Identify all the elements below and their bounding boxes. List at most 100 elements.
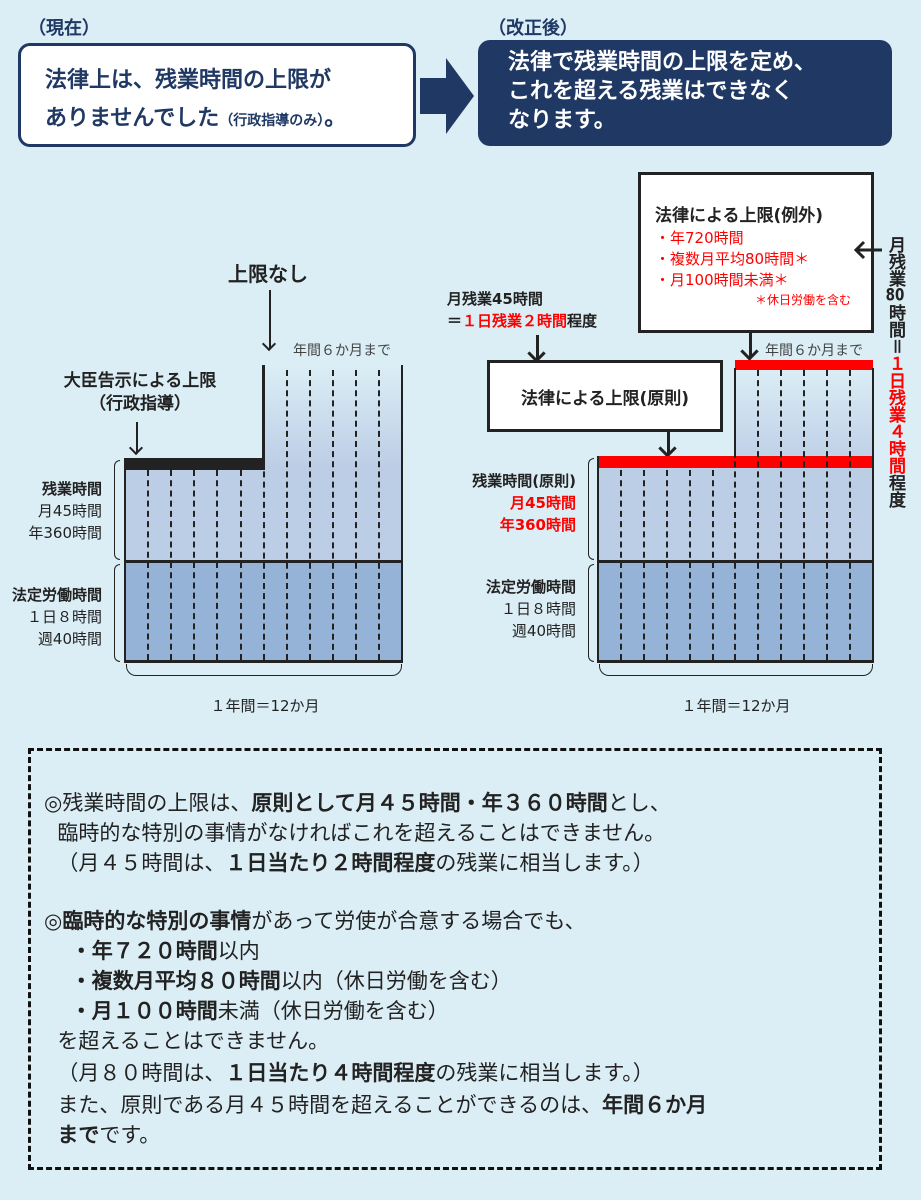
month-divider [803,370,806,660]
note-text: 臨時的な特別の事情がなければこれを超えることはできません。 [44,821,666,845]
note-line: （月４５時間は、１日当たり２時間程度の残業に相当します。） [44,848,654,878]
month-divider [757,370,760,660]
exception-item: ・年720時間 [655,229,744,247]
overtime-labels: 残業時間(原則) 月45時間 年360時間 [400,470,576,536]
principle-box: 法律による上限(原則) [487,360,723,432]
baseline [125,660,403,663]
note-line: を超えることはできません。 [44,1026,329,1056]
current-label: （現在） [28,18,100,39]
note-line: ・月１００時間未満（休日労働を含む） [44,996,449,1026]
note-text: ◎残業時間の上限は、 [44,791,252,815]
revised-line: 法律で残業時間の上限を定め、 [508,50,817,75]
current-line2: ありませんでした [45,106,220,131]
note-text: です。 [99,1123,161,1147]
month-divider [170,470,173,660]
side-num: 80 [885,287,905,304]
exception-item: ・複数月平均80時間＊ [655,250,810,268]
month-divider [262,370,265,660]
note-text: 以内（休日労働を含む） [280,969,512,993]
overtime-year: 年360時間 [28,524,102,542]
exception-title: 法律による上限(例外) [655,206,824,226]
note-text: を超えることはできません。 [44,1029,330,1053]
down-arrow-icon [536,335,539,359]
daily2: １日残業２時間 [462,312,568,330]
exception-box: 法律による上限(例外) ・年720時間 ・複数月平均80時間＊ ・月100時間未… [638,172,874,333]
month-divider [848,370,851,660]
equals: ＝ [447,312,463,330]
principle-title: 法律による上限(原則) [520,388,690,409]
note-text: 未満（休日労働を含む） [217,999,449,1023]
note-emphasis: 年間６か月 [602,1093,708,1117]
six-months-label: 年間６か月まで [293,343,391,359]
month-divider [665,470,668,660]
side-eq: ＝ [885,338,905,355]
right-edge [872,368,874,663]
note-emphasis: ・月１００時間 [70,999,218,1023]
legal-week: 週40時間 [511,622,576,640]
down-arrow-icon [667,432,670,454]
month-divider [216,470,219,660]
overtime-year: 年360時間 [499,516,576,534]
overtime-title: 残業時間(原則) [472,472,576,490]
revised-box: 法律で残業時間の上限を定め、 これを超える残業はできなく なります。 [478,40,892,146]
note-emphasis: まで [57,1123,100,1147]
side-a: 月残業 [885,236,905,287]
left-arrow-icon [853,240,882,260]
legal-day: １日８時間 [26,608,102,626]
approx: 程度 [567,312,598,330]
note-emphasis: １日当たり２時間程度 [225,851,436,875]
legal-labels: 法定労働時間 １日８時間 週40時間 [400,576,576,642]
daily2-label: ＝１日残業２時間程度 [447,310,597,331]
month-divider [619,470,622,660]
note-line: （月８０時間は、１日当たり４時間程度の残業に相当します。） [44,1058,653,1088]
note-line: ◎臨時的な特別の事情があって労使が合意する場合でも、 [44,906,586,936]
note-text [44,939,71,963]
year-brace [126,664,402,676]
overtime-month: 月45時間 [510,494,576,512]
month-divider [147,470,150,660]
month-divider [239,470,242,660]
baseline [598,660,874,663]
exception-limit-bar [735,360,873,370]
month-divider [193,470,196,660]
year-label: １年間＝12か月 [210,697,320,715]
no-limit-label: 上限なし [228,262,308,286]
current-end: 。 [324,106,347,131]
note-text [44,1123,57,1147]
month-divider [331,370,334,660]
exception-item: ・月100時間未満＊ [655,271,789,289]
current-box: 法律上は、残業時間の上限が ありませんでした（行政指導のみ）。 [18,43,416,147]
current-line1: 法律上は、残業時間の上限が [45,68,332,93]
month-divider [378,370,381,660]
note-line: ・年７２０時間以内 [44,936,260,966]
year-label: １年間＝12か月 [681,697,791,715]
note-emphasis: １日当たり４時間程度 [225,1061,436,1085]
note-text: ◎ [44,909,63,933]
overtime-month: 月45時間 [37,502,102,520]
year-brace [599,664,873,676]
brace [114,564,120,662]
minister-sub-label: （行政指導） [89,394,191,414]
note-emphasis: ・年７２０時間 [70,939,218,963]
legal-labels: 法定労働時間 １日８時間 週40時間 [0,584,102,650]
down-arrow-icon [269,290,271,348]
note-text: があって労使が合意する場合でも、 [251,909,586,933]
side-b: 時間 [885,304,905,338]
minister-limit-bar [125,458,265,470]
month-divider [780,370,783,660]
revised-label: （改正後） [488,18,578,39]
month-divider [355,370,357,660]
month-divider [688,470,691,660]
notes-box [28,748,882,1170]
current-note: （行政指導のみ） [219,113,325,129]
note-line: ◎残業時間の上限は、原則として月４５時間・年３６０時間とし、 [44,788,671,818]
exception-note: ＊休日労働を含む [755,293,852,307]
six-months-label: 年間６か月まで [765,343,863,359]
brace [588,564,594,662]
note-line: また、原則である月４５時間を超えることができるのは、年間６か月 [44,1090,707,1120]
left-edge [597,456,599,663]
note-text: の残業に相当します。） [435,851,654,875]
note-emphasis: 臨時的な特別の事情 [62,909,252,933]
month-divider [642,470,645,660]
side-end: 程度 [885,474,905,508]
